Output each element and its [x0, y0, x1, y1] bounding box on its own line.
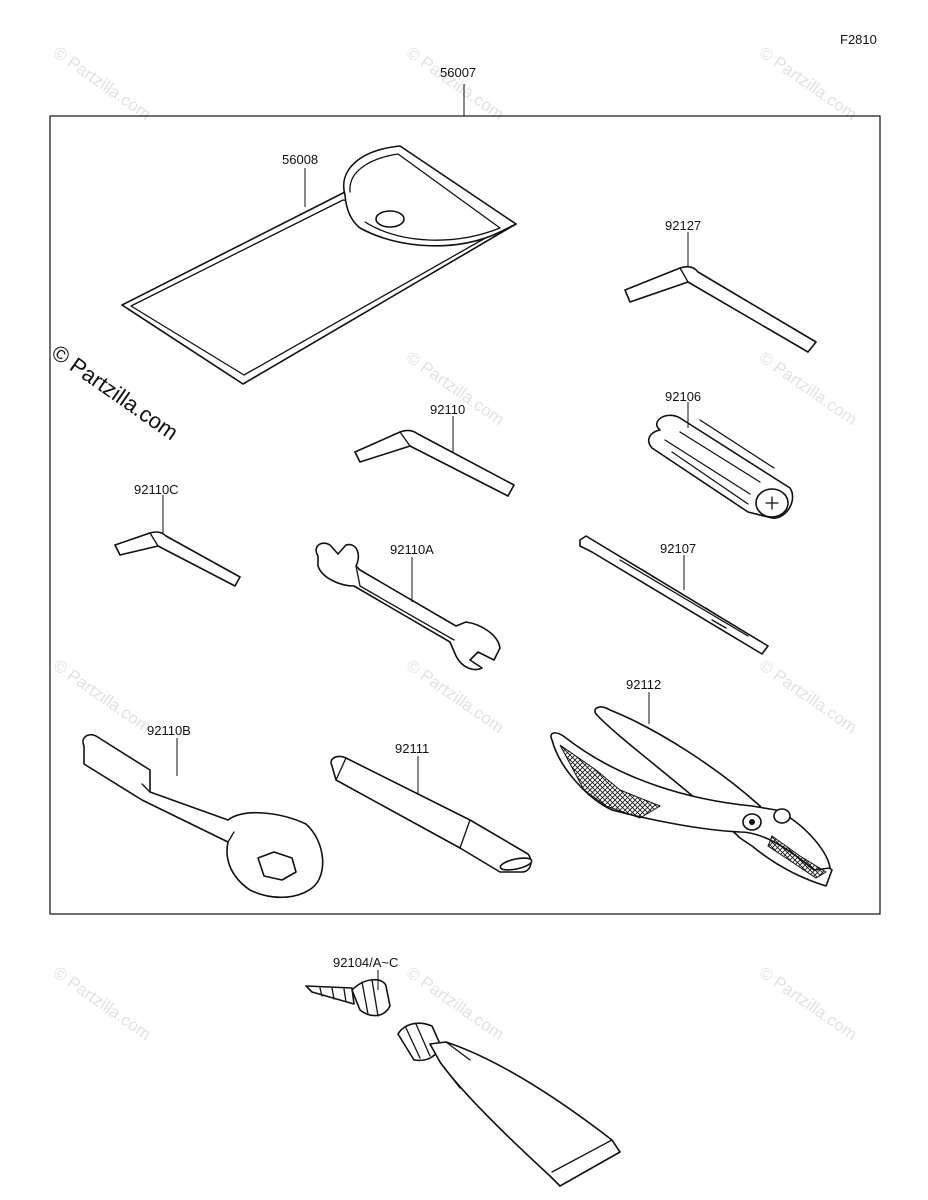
watermark-text: © Partzilla.com — [756, 963, 861, 1044]
watermark-text: © Partzilla.com — [50, 963, 155, 1044]
hex-key-92110C — [114, 531, 241, 587]
watermark-text: © Partzilla.com — [756, 656, 861, 737]
callout-92110C: 92110C — [134, 482, 179, 497]
callout-92106: 92106 — [665, 389, 701, 404]
watermark-text: © Partzilla.com — [403, 43, 508, 124]
callout-92112: 92112 — [626, 677, 661, 692]
screwdriver-handle — [648, 414, 794, 519]
watermark-main: © Partzilla.com — [47, 340, 183, 446]
callout-92111: 92111 — [395, 741, 429, 756]
box-wrench — [82, 733, 324, 899]
watermark-text: © Partzilla.com — [756, 43, 861, 124]
tire-repair-kit — [305, 978, 621, 1187]
callout-92127: 92127 — [665, 218, 701, 233]
pliers — [550, 706, 833, 887]
tool-pouch — [121, 145, 517, 385]
callout-92110A: 92110A — [390, 542, 434, 557]
diagram-code: F2810 — [840, 32, 877, 47]
watermark-text: © Partzilla.com — [756, 348, 861, 429]
callout-56008: 56008 — [282, 152, 318, 167]
hex-key-92127 — [624, 265, 817, 353]
watermark-text: © Partzilla.com — [50, 656, 155, 737]
callout-92110B: 92110B — [147, 723, 191, 738]
callout-92104: 92104/A~C — [333, 955, 398, 970]
open-end-wrench — [315, 542, 501, 671]
callout-92107: 92107 — [660, 541, 696, 556]
watermark-text: © Partzilla.com — [50, 43, 155, 124]
hex-key-92110 — [354, 429, 515, 497]
callout-92110: 92110 — [430, 402, 465, 417]
extension-bar — [330, 755, 533, 873]
watermark-text: © Partzilla.com — [403, 656, 508, 737]
callout-56007: 56007 — [440, 65, 476, 80]
kit-frame — [49, 115, 881, 915]
screwdriver-bit — [579, 535, 769, 655]
